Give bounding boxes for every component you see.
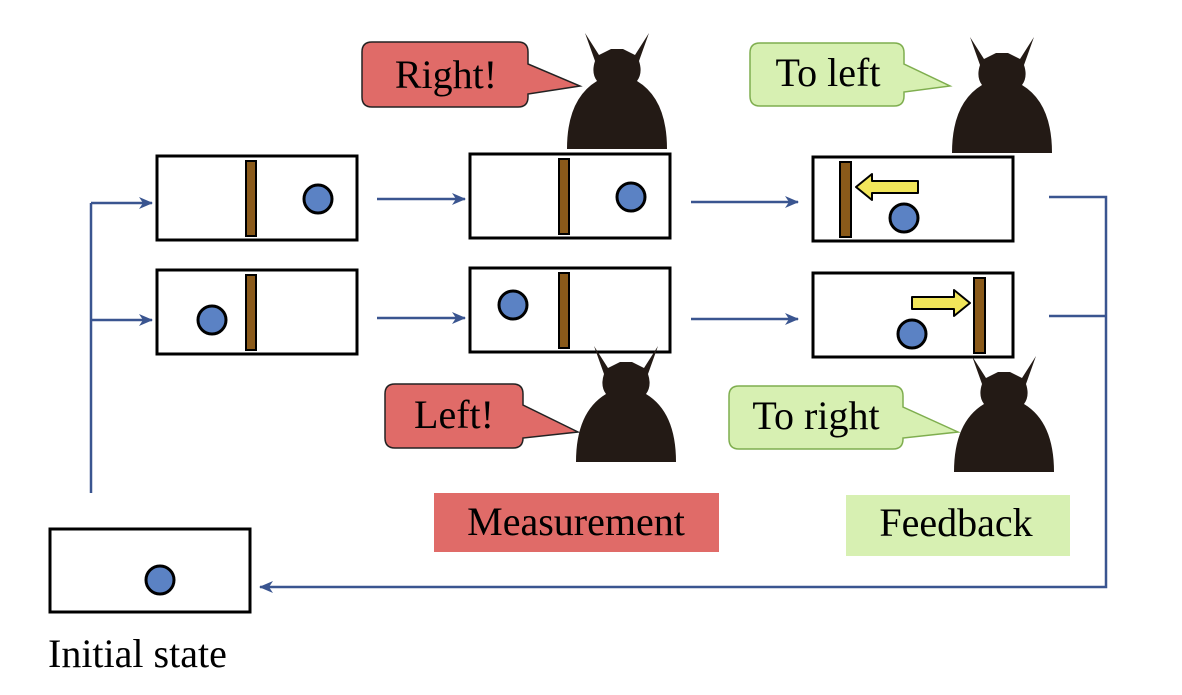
partition <box>973 277 986 354</box>
demon-icon <box>576 346 676 462</box>
svg-text:Right!: Right! <box>395 52 497 97</box>
particle <box>196 304 228 336</box>
push-left-arrow <box>855 173 919 201</box>
svg-text:Left!: Left! <box>414 392 494 437</box>
partition <box>245 274 257 351</box>
bubble-to-left: To left <box>749 42 953 107</box>
particle <box>888 202 920 234</box>
bubble-left: Left! <box>384 383 581 449</box>
particle <box>144 564 176 596</box>
push-right-arrow <box>911 289 971 317</box>
svg-text:To left: To left <box>776 50 881 95</box>
initial-state-box <box>48 527 252 614</box>
particle <box>302 183 334 215</box>
box-insert-top <box>155 154 359 242</box>
svg-text:To right: To right <box>752 393 879 438</box>
particle <box>497 289 529 321</box>
partition <box>839 161 852 238</box>
box-feedback-bottom <box>811 271 1015 359</box>
particle <box>615 181 647 213</box>
feedback-label: Feedback <box>879 500 1032 545</box>
flow-arrows <box>89 193 1108 593</box>
bubble-right: Right! <box>361 41 583 108</box>
demon-icon <box>952 37 1052 153</box>
box-measure-bottom <box>468 266 672 354</box>
box-insert-bottom <box>155 268 359 356</box>
box-feedback-top <box>811 155 1015 243</box>
loop-right-line <box>259 195 1108 593</box>
partition <box>245 160 257 237</box>
partition <box>558 272 570 349</box>
demon-icon <box>567 33 667 149</box>
demon-icon <box>954 356 1054 472</box>
partition <box>558 158 570 235</box>
measurement-label-box: Measurement <box>434 493 719 552</box>
initial-state-label: Initial state <box>48 631 227 676</box>
measurement-label: Measurement <box>467 499 685 544</box>
particle <box>896 318 928 350</box>
box-measure-top <box>468 152 672 240</box>
bubble-to-right: To right <box>728 385 961 450</box>
feedback-label-box: Feedback <box>846 495 1070 556</box>
